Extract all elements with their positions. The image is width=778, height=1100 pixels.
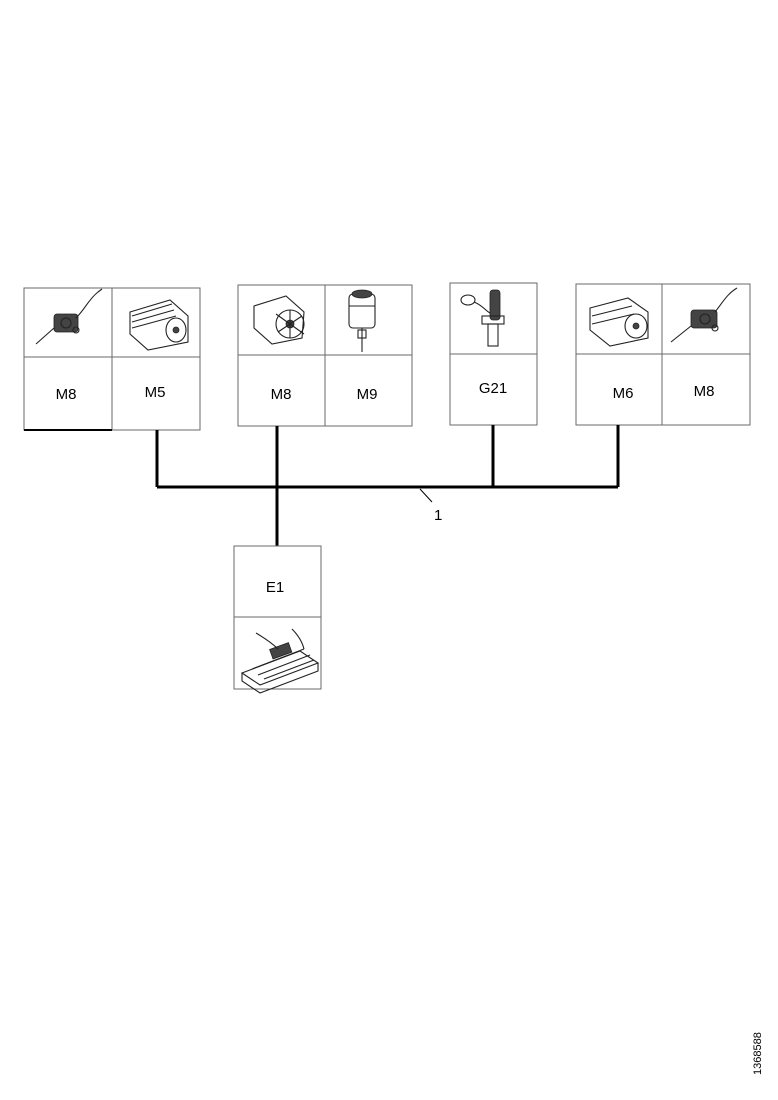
- component-group-1: M8 M5: [23, 287, 201, 431]
- servo-motor-icon: [670, 287, 738, 343]
- module-label: M9: [357, 386, 378, 403]
- component-group-4: M6 M8: [575, 283, 751, 426]
- module-label: M8: [271, 386, 292, 403]
- bus-callout: 1: [434, 507, 442, 524]
- bus-wiring: 1: [155, 425, 620, 546]
- component-group-2: M8 M9: [237, 284, 413, 427]
- control-unit-label: E1: [266, 579, 284, 596]
- module-label: M6: [613, 385, 634, 402]
- blower-motor-icon: [129, 299, 189, 351]
- fan-motor-icon: [253, 295, 305, 345]
- sensor-icon: [460, 289, 505, 347]
- control-unit-icon: [240, 628, 320, 694]
- module-label: M5: [145, 384, 166, 401]
- module-label: M8: [694, 383, 715, 400]
- document-id: 1368588: [752, 1032, 764, 1075]
- blower-motor-icon: [589, 297, 649, 347]
- component-group-3: G21: [449, 282, 538, 426]
- control-unit: E1: [233, 545, 322, 694]
- callout-leader: [419, 488, 433, 503]
- module-label: M8: [56, 386, 77, 403]
- servo-motor-icon: [35, 288, 103, 345]
- module-label: G21: [479, 380, 507, 397]
- pump-motor-icon: [348, 289, 376, 352]
